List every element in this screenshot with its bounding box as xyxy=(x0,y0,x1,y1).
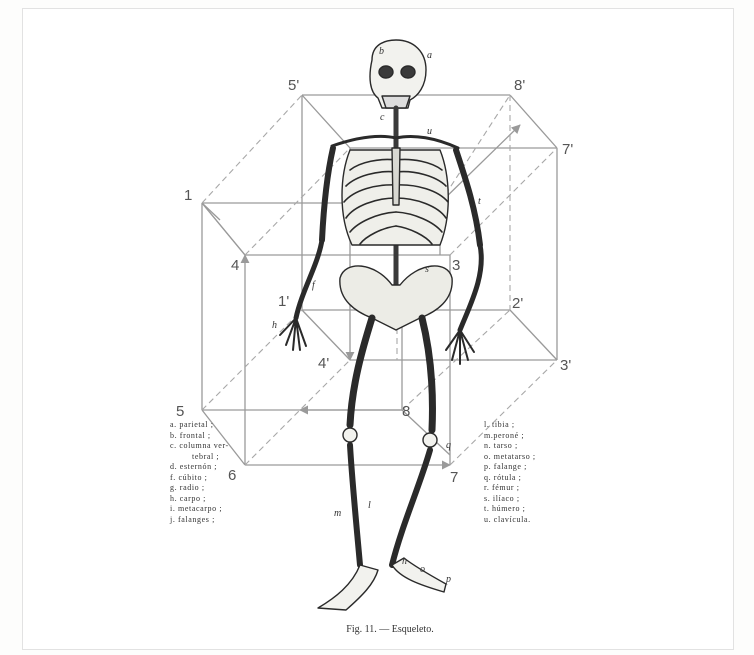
legend-left-item: g. radio ; xyxy=(170,483,260,494)
cube-label-7p: 7' xyxy=(562,141,573,158)
legend-left-item: i. metacarpo ; xyxy=(170,504,260,515)
cube-label-8: 8 xyxy=(402,403,410,420)
figure-caption: Fig. 11. — Esqueleto. xyxy=(300,624,480,635)
cube-label-8p: 8' xyxy=(514,77,525,94)
bone-letter-f: f xyxy=(312,280,316,291)
legend-right-item: n. tarso ; xyxy=(484,441,574,452)
legend-left-item: b. frontal ; xyxy=(170,431,260,442)
humerus-right xyxy=(456,150,480,245)
legend-right-item: r. fémur ; xyxy=(484,483,574,494)
eye-socket-left xyxy=(379,66,393,78)
legend-right-item: t. húmero ; xyxy=(484,504,574,515)
legend-left-item: tebral ; xyxy=(170,452,260,463)
bone-letter-t: t xyxy=(478,196,481,207)
skeleton xyxy=(280,40,481,610)
legend-left: a. parietal ; b. frontal ; c. columna ve… xyxy=(170,420,260,525)
legend-left-item: c. columna ver- xyxy=(170,441,260,452)
foot-right xyxy=(392,558,446,592)
tibia-right xyxy=(392,450,430,565)
legend-left-item: h. carpo ; xyxy=(170,494,260,505)
legend-right-item: u. clavícula. xyxy=(484,515,574,526)
cube-label-2p: 2' xyxy=(512,295,523,312)
cube-label-4: 4 xyxy=(231,257,239,274)
legend-left-item: f. cúbito ; xyxy=(170,473,260,484)
legend-right-item: q. rótula ; xyxy=(484,473,574,484)
bone-letter-h: h xyxy=(272,320,277,331)
cube-label-3p: 3' xyxy=(560,357,571,374)
clavicle-right xyxy=(396,136,458,148)
bone-letter-l: l xyxy=(368,500,371,511)
cube-label-4p: 4' xyxy=(318,355,329,372)
bone-letter-o: o xyxy=(420,564,425,575)
humerus-left xyxy=(322,148,333,240)
sternum xyxy=(392,148,400,205)
bone-letter-b: b xyxy=(379,46,384,57)
legend-right-item: m.peroné ; xyxy=(484,431,574,442)
bone-letter-q: q xyxy=(446,440,451,451)
femur-left xyxy=(350,318,372,425)
legend-left-item: j. falanges ; xyxy=(170,515,260,526)
forearm-right xyxy=(460,245,481,330)
patella-left xyxy=(343,428,357,442)
cube-label-3: 3 xyxy=(452,257,460,274)
foot-left xyxy=(318,565,378,610)
tibia-left xyxy=(350,445,360,565)
legend-right-item: o. metatarso ; xyxy=(484,452,574,463)
bone-letter-a: a xyxy=(427,50,432,61)
patella-right xyxy=(423,433,437,447)
femur-right xyxy=(422,318,433,430)
eye-socket-right xyxy=(401,66,415,78)
cube-label-5p: 5' xyxy=(288,77,299,94)
cube-label-7: 7 xyxy=(450,469,458,486)
forearm-left xyxy=(296,240,322,318)
bone-letter-u: u xyxy=(427,126,432,137)
bone-letter-p: p xyxy=(445,574,451,585)
bone-letter-n: n xyxy=(402,556,407,567)
hand-left xyxy=(280,318,306,350)
legend-left-item: a. parietal ; xyxy=(170,420,260,431)
bone-letter-c: c xyxy=(380,112,385,123)
bone-letter-s: s xyxy=(425,264,429,275)
cube-label-5: 5 xyxy=(176,403,184,420)
legend-right-item: p. falange ; xyxy=(484,462,574,473)
bone-letter-m: m xyxy=(334,508,341,519)
legend-right-item: l. tibia ; xyxy=(484,420,574,431)
legend-left-item: d. esternón ; xyxy=(170,462,260,473)
cube-label-1: 1 xyxy=(184,187,192,204)
legend-right: l. tibia ; m.peroné ; n. tarso ; o. meta… xyxy=(484,420,574,525)
cube-label-1p: 1' xyxy=(278,293,289,310)
legend-right-item: s. ilíaco ; xyxy=(484,494,574,505)
